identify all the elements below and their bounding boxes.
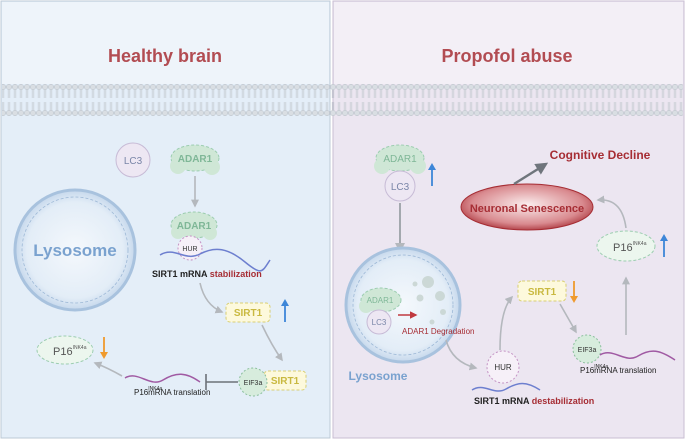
- sirt1-box-right: [517, 280, 567, 302]
- left-panel-top-tint: [2, 2, 329, 84]
- arrow-to-p16-left: [93, 361, 123, 377]
- lysosome-lc3-label: LC3: [372, 318, 387, 327]
- adar1-cloud-right: [374, 144, 426, 174]
- lysosome-adar1-cloud: [359, 287, 402, 313]
- right-panel-title: Propofol abuse: [441, 46, 572, 66]
- arrow-to-eif3a-left: [261, 324, 283, 362]
- lysosome-right-label: Lysosome: [349, 369, 408, 383]
- p16-down-arrowhead-left: [100, 352, 108, 359]
- right-panel-top-tint: [334, 2, 683, 84]
- sirt1-mrna-strand-right: [471, 382, 541, 392]
- eif3a-bubble-right: [572, 334, 602, 364]
- lysosome-vesicles: [412, 276, 446, 325]
- adar1-cloud-bound: [170, 211, 218, 240]
- lysosome-right-inner: [352, 254, 454, 356]
- p16-mrna-strand-right: [599, 350, 676, 361]
- arrow-to-cognitive-decline: [513, 162, 549, 186]
- adar1-bound-label: ADAR1: [177, 221, 212, 232]
- adar1-cloud-top: [170, 144, 220, 175]
- eif3a-label-right: EIF3a: [578, 347, 597, 354]
- arrow-to-sirt1-left: [199, 282, 224, 314]
- neuronal-senescence-label: Neuronal Senescence: [470, 203, 584, 215]
- lysosome-adar1-label: ADAR1: [367, 296, 394, 305]
- lc3-bubble: [115, 142, 151, 178]
- cognitive-decline-label: Cognitive Decline: [550, 148, 651, 162]
- arrow-p16-to-senescence: [596, 195, 627, 229]
- arrow-hur-to-sirt1: [499, 295, 514, 351]
- lysosome-left: [13, 188, 137, 312]
- sirt1-label-left: SIRT1: [234, 308, 263, 319]
- p16-translation-caption-right: P16INK4amRNA translation: [580, 364, 656, 375]
- adar1-label-right: ADAR1: [383, 154, 417, 165]
- sirt1-bound-label: SIRT1: [271, 376, 300, 387]
- lysosome-left-inner: [21, 196, 129, 304]
- sirt1-up-arrowhead-left: [281, 299, 289, 306]
- eif3a-label-left: EIF3a: [244, 380, 263, 387]
- hur-bubble-left: [177, 235, 203, 261]
- arrow-lysosome-to-hur: [445, 339, 478, 371]
- hur-bubble-right: [486, 350, 520, 384]
- hur-label-left: HUR: [182, 246, 197, 253]
- adar1-top-label: ADAR1: [178, 154, 213, 165]
- sirt1-mrna-caption-right: SIRT1 mRNA destabilization: [474, 396, 594, 406]
- sirt1-mrna-caption-left: SIRT1 mRNA stabilization: [152, 269, 262, 279]
- lc3-label-right: LC3: [391, 182, 410, 193]
- neuronal-senescence-shape: [460, 183, 594, 231]
- lysosome-left-label: Lysosome: [33, 241, 116, 260]
- p16-bubble-left: [36, 335, 94, 365]
- lc3-label: LC3: [124, 156, 143, 167]
- arrow-sirt1-to-eif3a: [559, 303, 577, 334]
- adar1-up-arrowhead-right: [428, 163, 436, 170]
- p16-bubble-right: [596, 230, 656, 262]
- adar1-degradation-label: ADAR1 Degradation: [402, 327, 474, 336]
- sirt1-label-right: SIRT1: [528, 287, 557, 298]
- eif3a-bubble-left: [238, 367, 268, 397]
- sirt1-mrna-strand-left: [159, 248, 271, 272]
- cell-membrane: [2, 84, 683, 116]
- p16-label-right: P16INK4a: [613, 241, 647, 254]
- left-panel-title: Healthy brain: [108, 46, 222, 66]
- hur-label-right: HUR: [494, 363, 512, 372]
- lc3-bubble-right: [384, 170, 416, 202]
- lysosome-lc3-bubble: [366, 309, 392, 335]
- p16-label-left: P16INK4a: [53, 345, 87, 358]
- sirt1-box-left: [225, 302, 271, 323]
- p16-mrna-strand-left: [124, 373, 201, 383]
- p16-up-arrowhead-right: [660, 234, 668, 241]
- p16-translation-caption-left: P16INK4amRNA translation: [134, 386, 210, 397]
- sirt1-down-arrowhead-right: [570, 296, 578, 303]
